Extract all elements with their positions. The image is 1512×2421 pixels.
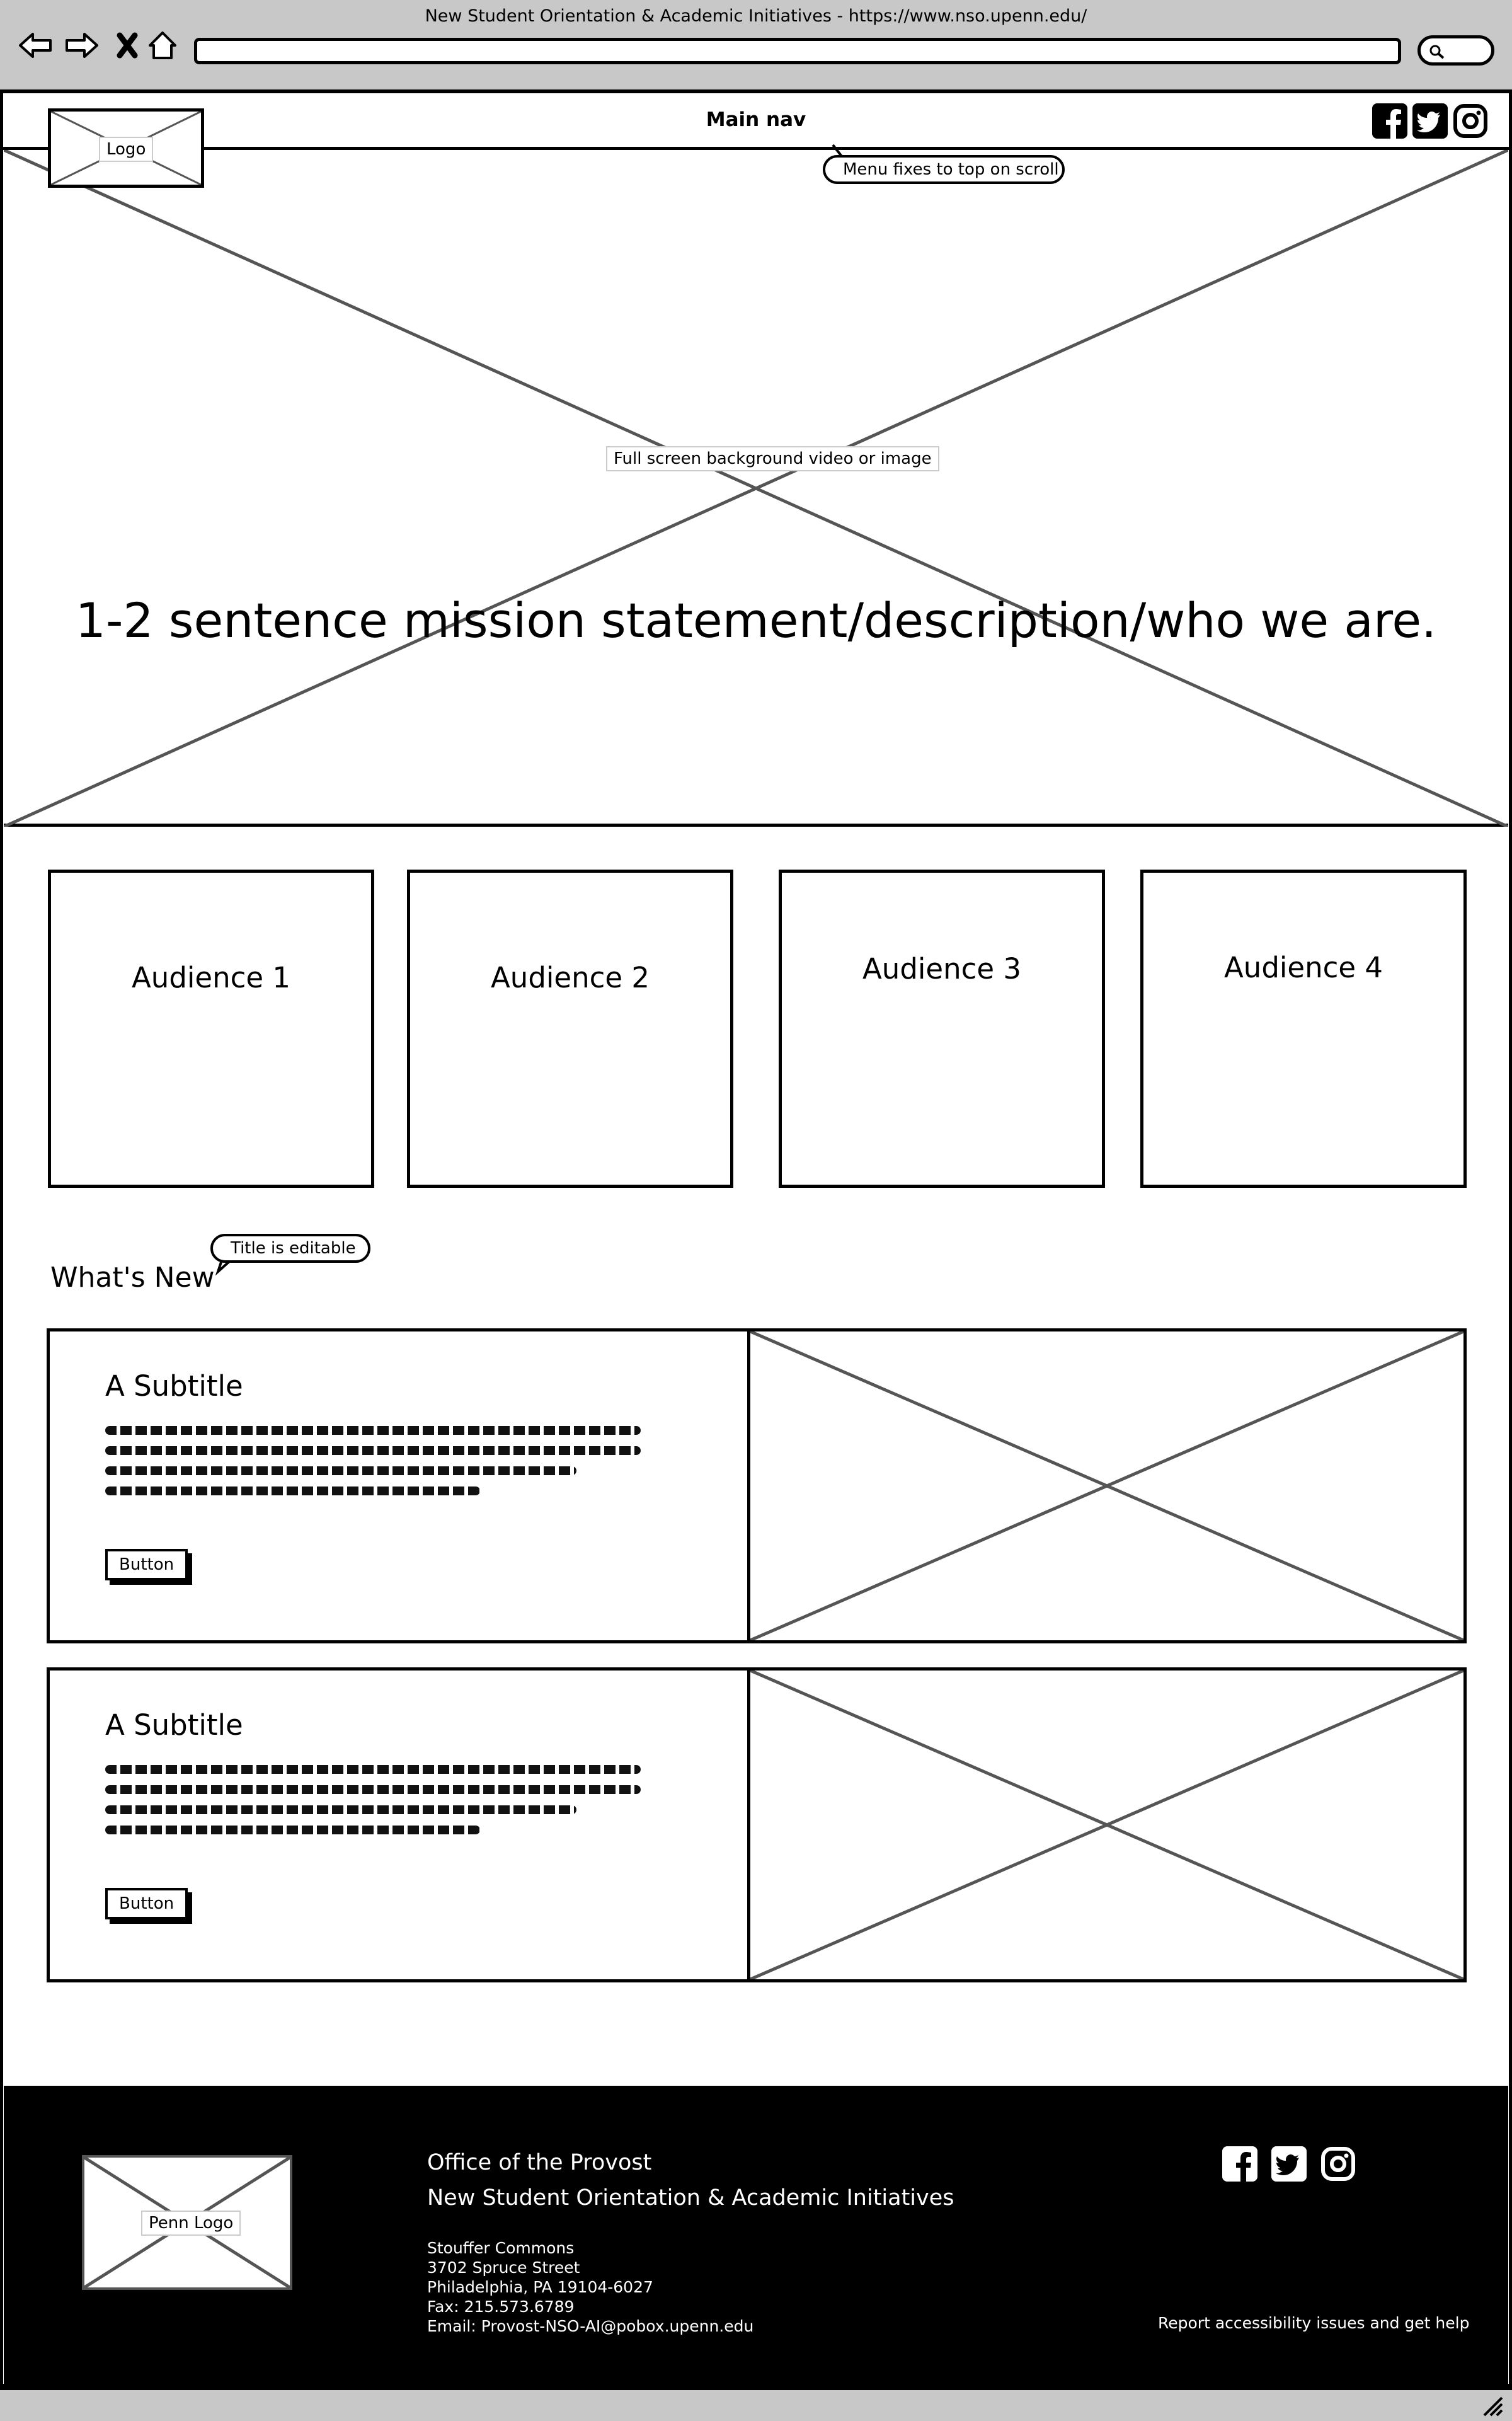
whats-new-title: What's New (50, 1262, 215, 1294)
twitter-icon[interactable] (1412, 101, 1448, 141)
news-item: A Subtitle Button (47, 1328, 1467, 1643)
placeholder-text (105, 1426, 641, 1508)
title-callout: Title is editable (210, 1234, 370, 1263)
news-item: A Subtitle Button (47, 1667, 1467, 1982)
audience-card-4[interactable]: Audience 4 (1140, 870, 1467, 1188)
hero-media-label: Full screen background video or image (606, 446, 939, 471)
home-icon[interactable] (144, 26, 181, 64)
audience-card-3[interactable]: Audience 3 (779, 870, 1105, 1188)
callout-pointer (832, 144, 843, 158)
resize-grip-icon[interactable] (1482, 2395, 1503, 2417)
nav-callout: Menu fixes to top on scroll (823, 155, 1065, 184)
audience-label: Audience 3 (862, 952, 1021, 986)
address-street: 3702 Spruce Street (427, 2258, 580, 2277)
forward-arrow-icon[interactable] (63, 26, 101, 64)
close-icon[interactable] (108, 26, 146, 64)
search-icon (1429, 45, 1445, 59)
news-text-panel: A Subtitle Button (50, 1331, 750, 1640)
audience-label: Audience 1 (132, 961, 290, 994)
url-bar[interactable] (194, 38, 1401, 64)
logo-label: Logo (99, 137, 154, 162)
site-logo[interactable]: Logo (48, 108, 204, 188)
news-button[interactable]: Button (105, 1549, 188, 1580)
mission-statement: 1-2 sentence mission statement/descripti… (75, 592, 1437, 648)
audience-card-1[interactable]: Audience 1 (48, 870, 374, 1188)
news-button[interactable]: Button (105, 1888, 188, 1919)
site-header (0, 93, 1512, 150)
address-email[interactable]: Email: Provost-NSO-AI@pobox.upenn.edu (427, 2317, 754, 2335)
address-building: Stouffer Commons (427, 2239, 575, 2257)
audience-label: Audience 2 (491, 961, 650, 994)
footer-office: Office of the Provost (427, 2150, 652, 2175)
news-subtitle: A Subtitle (105, 1369, 243, 1403)
news-subtitle: A Subtitle (105, 1708, 243, 1742)
accessibility-link[interactable]: Report accessibility issues and get help (1158, 2314, 1470, 2332)
footer-address: Stouffer Commons 3702 Spruce Street Phil… (427, 2238, 753, 2336)
news-text-panel: A Subtitle Button (50, 1671, 750, 1979)
browser-search-field[interactable] (1418, 35, 1494, 66)
news-image-placeholder (750, 1331, 1463, 1640)
address-city: Philadelphia, PA 19104-6027 (427, 2278, 653, 2296)
back-arrow-icon[interactable] (16, 26, 54, 64)
status-bar (0, 2387, 1512, 2421)
facebook-icon[interactable] (1372, 101, 1407, 141)
window-title: New Student Orientation & Academic Initi… (425, 6, 1087, 26)
penn-logo[interactable]: Penn Logo (82, 2155, 292, 2290)
audience-label: Audience 4 (1224, 951, 1383, 984)
twitter-icon[interactable] (1270, 2145, 1308, 2183)
hero-media-placeholder (4, 150, 1508, 827)
instagram-icon[interactable] (1319, 2145, 1357, 2183)
news-image-placeholder (750, 1671, 1463, 1979)
footer-department: New Student Orientation & Academic Initi… (427, 2185, 954, 2211)
audience-card-2[interactable]: Audience 2 (407, 870, 733, 1188)
main-nav[interactable]: Main nav (706, 108, 806, 131)
facebook-icon[interactable] (1221, 2145, 1259, 2183)
instagram-icon[interactable] (1453, 101, 1488, 141)
address-fax: Fax: 215.573.6789 (427, 2297, 575, 2316)
penn-logo-label: Penn Logo (141, 2211, 241, 2236)
placeholder-text (105, 1765, 641, 1847)
